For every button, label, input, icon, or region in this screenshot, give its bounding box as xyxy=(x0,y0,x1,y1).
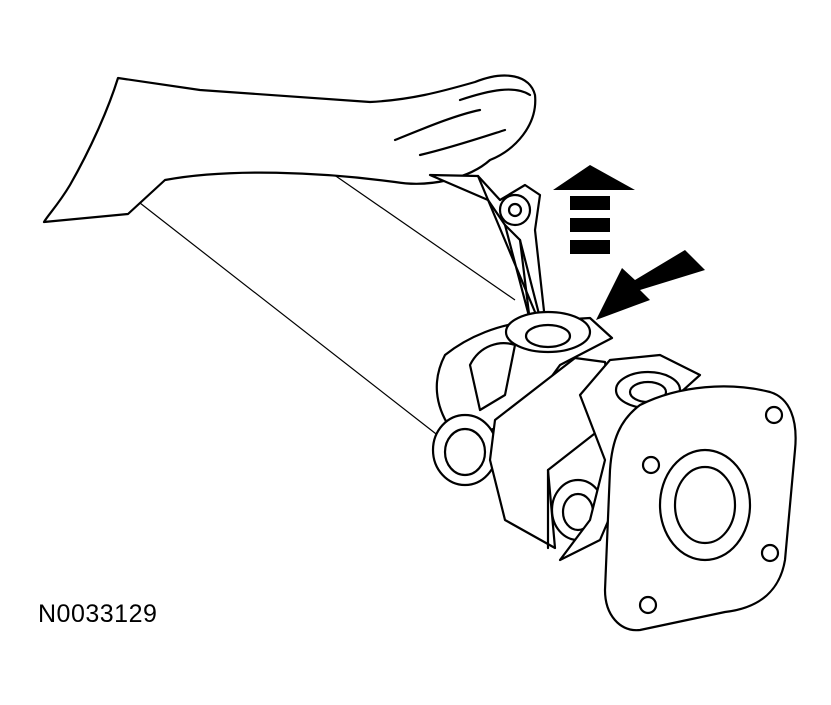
up-arrow xyxy=(553,165,635,254)
driveshaft-tube xyxy=(139,171,516,438)
pointer-arrow xyxy=(596,250,705,320)
figure-reference-id: N0033129 xyxy=(38,600,158,628)
hand-icon xyxy=(42,74,537,224)
needle-nose-pliers-icon xyxy=(428,173,547,324)
flange-yoke xyxy=(603,385,797,632)
